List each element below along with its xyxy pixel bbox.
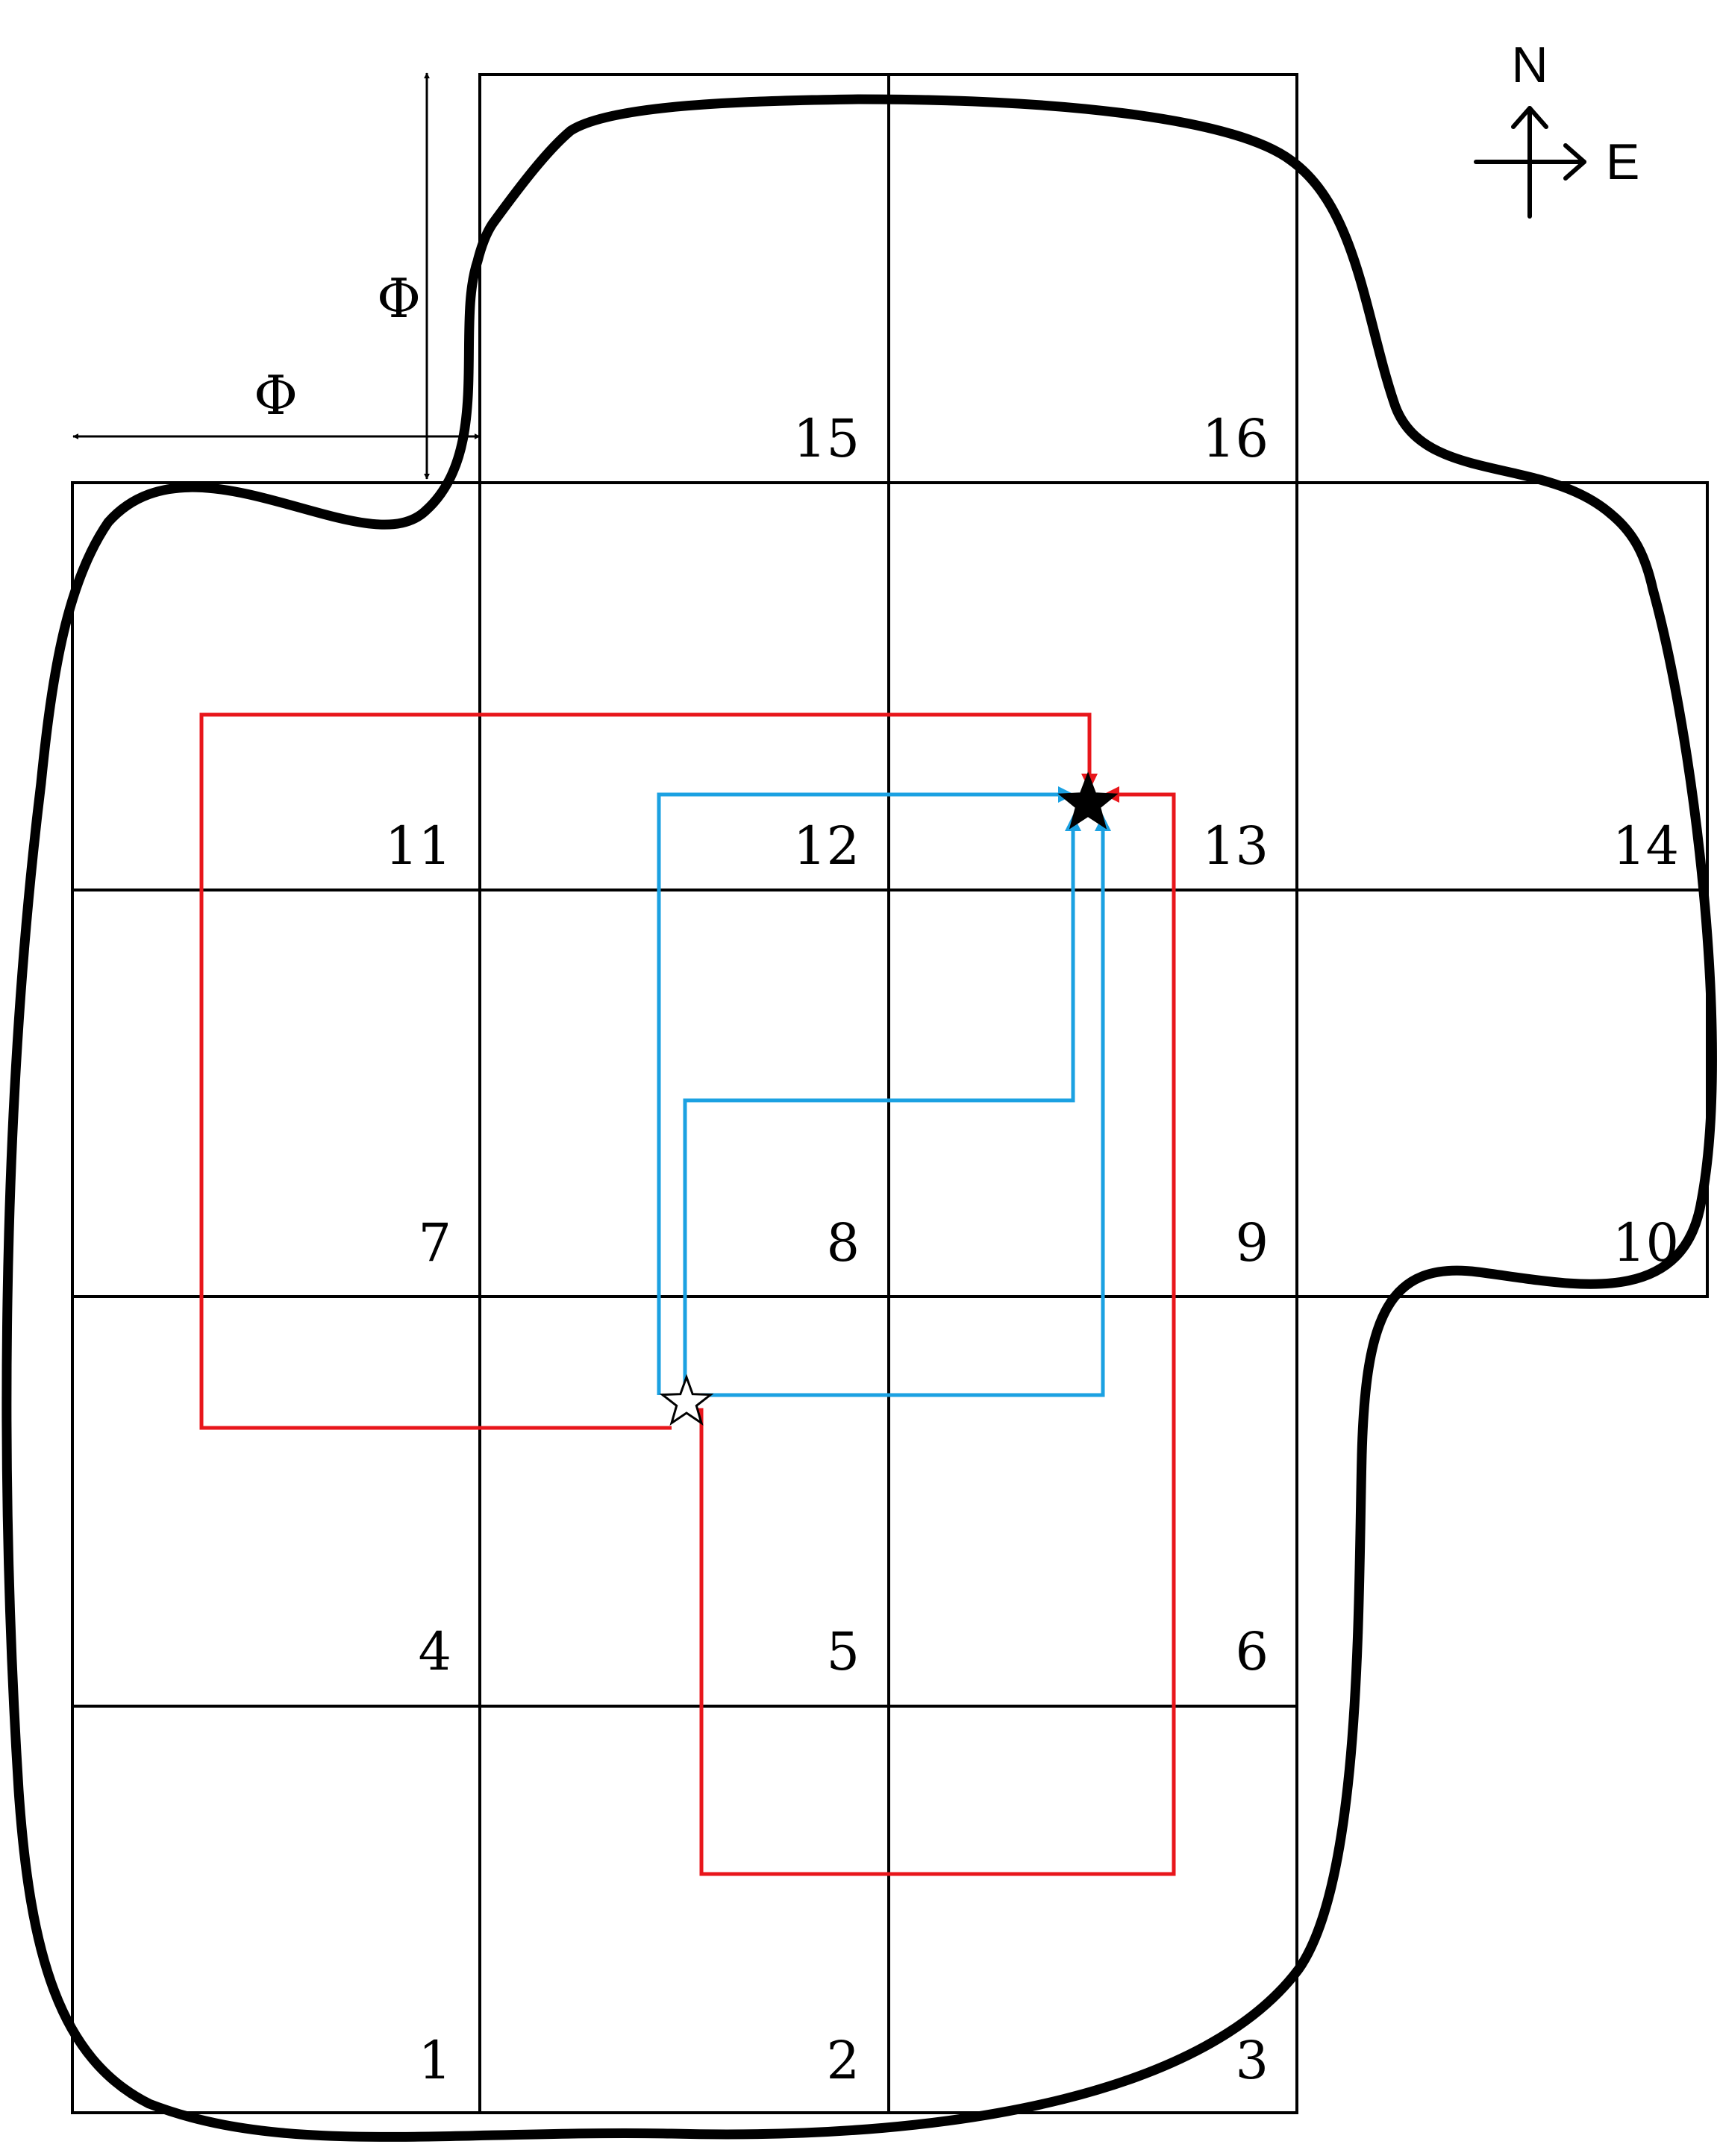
- cell-label-13: 13: [1202, 815, 1269, 877]
- grid: [71, 73, 1709, 2114]
- red-path-south-loop: [690, 792, 1176, 1876]
- cell-label-6: 6: [1235, 1621, 1269, 1682]
- cell-labels: 15 16 11 12 13 14 7 8 9 10 4 5 6 1 2 3: [385, 408, 1679, 2091]
- compass: N E: [1474, 37, 1639, 219]
- cell-label-15: 15: [793, 408, 860, 469]
- cell-label-2: 2: [826, 2030, 860, 2091]
- start-star-icon: [659, 1373, 714, 1426]
- cell-label-3: 3: [1235, 2030, 1269, 2091]
- red-path-west-loop: [199, 712, 1092, 1430]
- cell-label-9: 9: [1235, 1212, 1269, 1273]
- east-arrowhead-icon: [1563, 143, 1586, 181]
- horizontal-dimension-label: Φ: [254, 364, 298, 427]
- cell-label-12: 12: [793, 815, 860, 877]
- north-arrowhead-icon: [1511, 106, 1548, 129]
- cell-label-7: 7: [418, 1212, 451, 1273]
- goal-star-icon: [1057, 771, 1119, 830]
- cell-label-16: 16: [1202, 408, 1269, 469]
- cell-label-8: 8: [826, 1212, 860, 1273]
- blue-path-middle: [683, 830, 1075, 1395]
- dimension-annotations: Φ Φ: [72, 72, 481, 480]
- vertical-dimension-label: Φ: [377, 267, 421, 330]
- blue-paths: [657, 786, 1111, 1397]
- cell-label-11: 11: [385, 815, 451, 877]
- boundary-outline: [1, 94, 1717, 2142]
- compass-east-label: E: [1606, 134, 1639, 190]
- blue-path-north: [657, 792, 1060, 1395]
- cell-label-14: 14: [1613, 815, 1679, 877]
- cell-label-4: 4: [418, 1621, 451, 1682]
- cell-label-1: 1: [418, 2030, 451, 2091]
- cell-label-5: 5: [826, 1621, 860, 1682]
- compass-north-label: N: [1511, 37, 1548, 93]
- blue-path-east: [701, 830, 1105, 1397]
